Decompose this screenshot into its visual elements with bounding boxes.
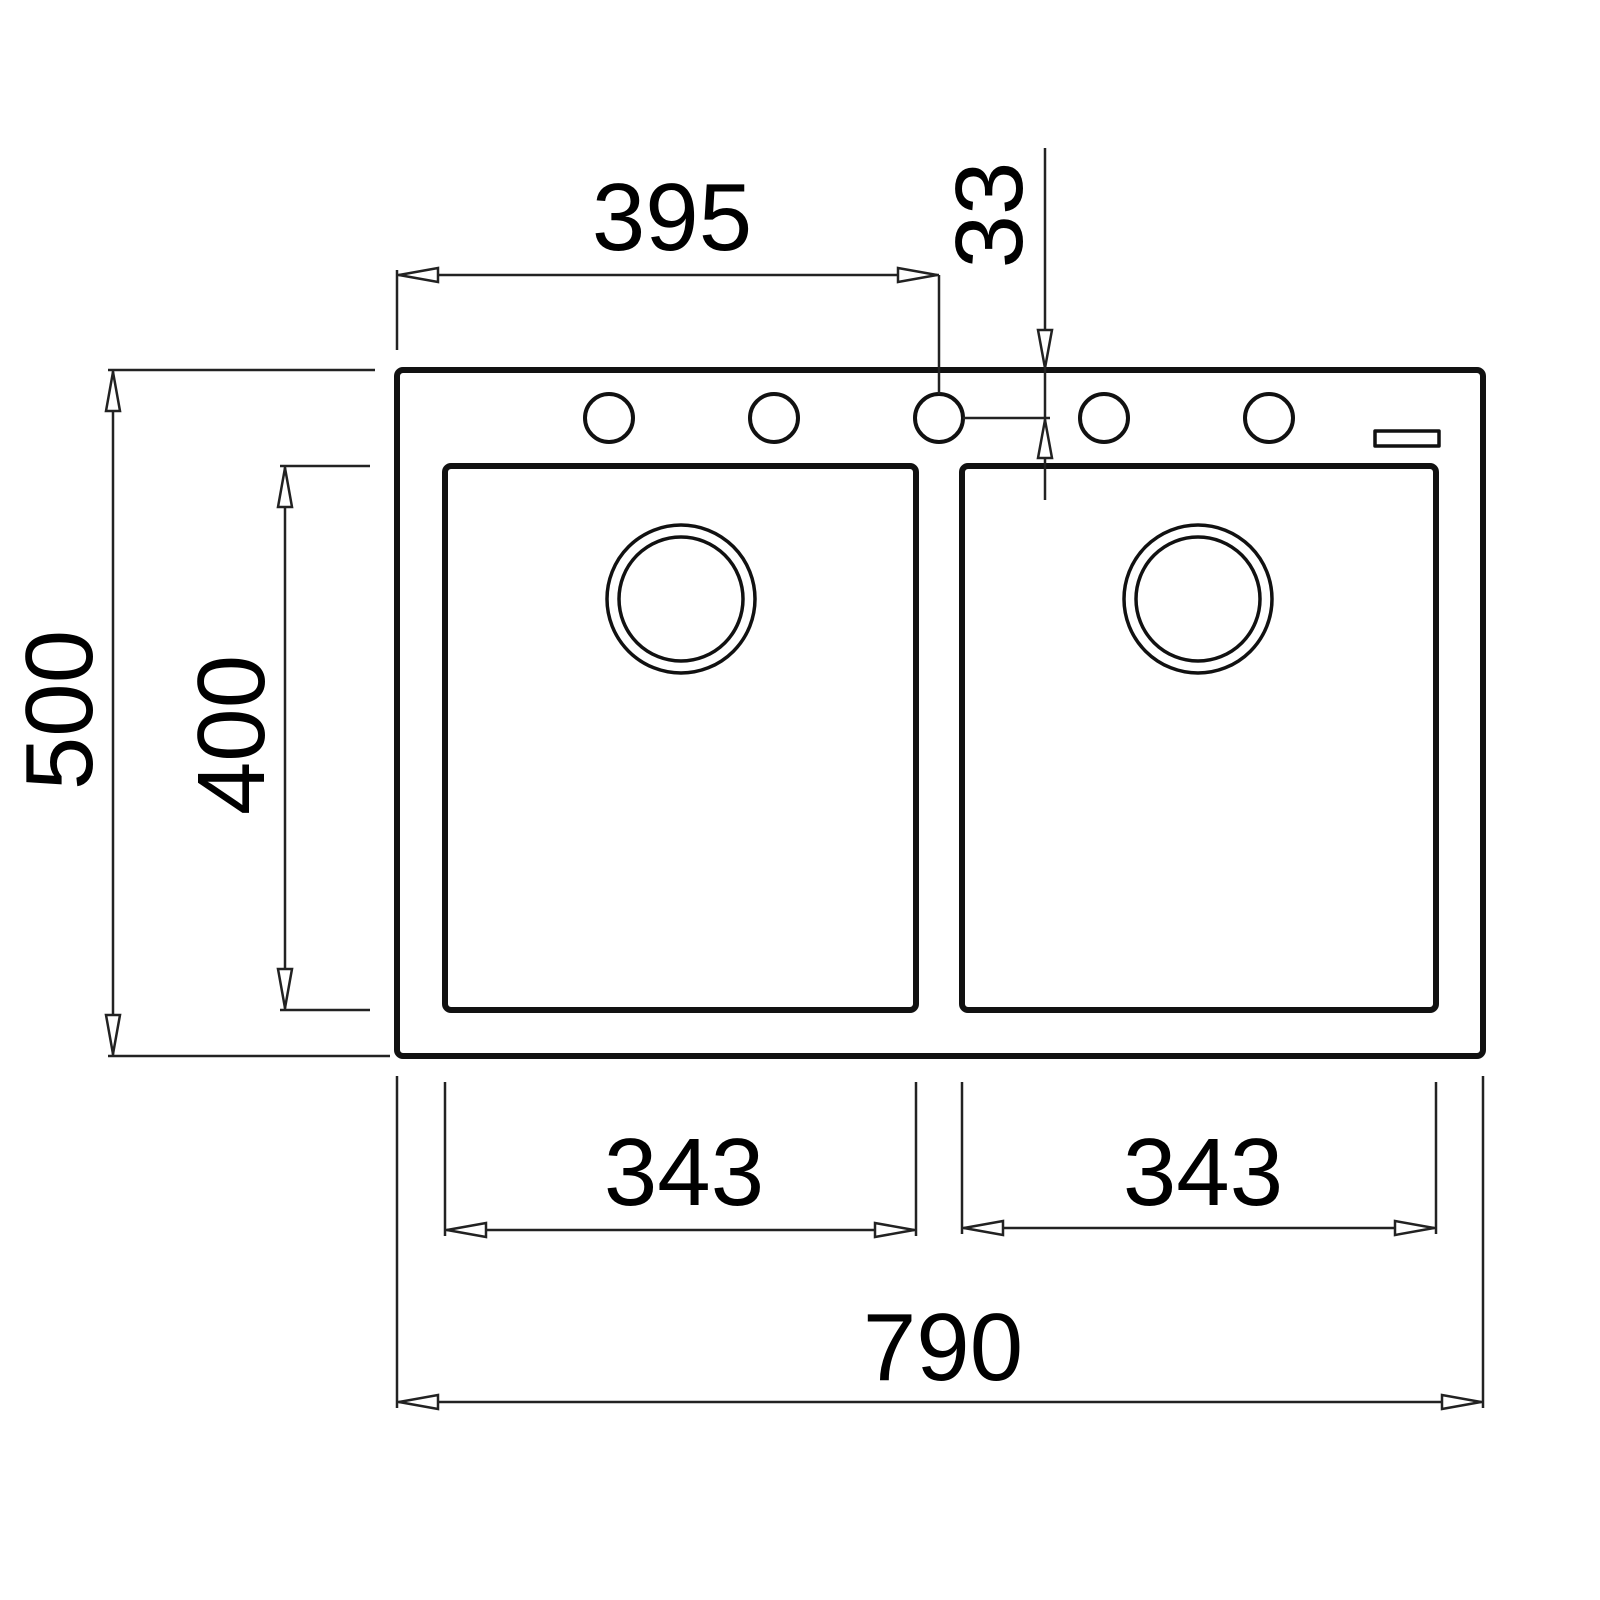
left-drain [605, 523, 757, 675]
right-drain [1122, 523, 1274, 675]
dimension-label: 790 [863, 1294, 1023, 1401]
tap-holes [583, 392, 1295, 444]
tap-hole [913, 392, 965, 444]
dimension-500: 500 [6, 368, 390, 1058]
dimension-343-right: 343 [960, 1082, 1438, 1237]
tap-hole [748, 392, 800, 444]
sink-outline [394, 367, 1486, 1059]
dimension-label: 500 [6, 630, 113, 790]
dimension-label: 395 [592, 164, 752, 271]
dimension-395: 395 [395, 164, 941, 394]
left-bowl [442, 463, 919, 1013]
dimension-label: 343 [1123, 1119, 1283, 1226]
dimension-label: 400 [178, 655, 285, 815]
tap-hole [583, 392, 635, 444]
right-bowl [959, 463, 1439, 1013]
dimension-790: 790 [395, 1076, 1485, 1411]
dimension-label: 33 [936, 162, 1043, 269]
dimension-label: 343 [604, 1119, 764, 1226]
dimension-33: 33 [936, 148, 1054, 500]
dimension-400: 400 [178, 464, 370, 1012]
dimension-343-left: 343 [443, 1082, 918, 1239]
tap-hole [1243, 392, 1295, 444]
tap-hole [1078, 392, 1130, 444]
overflow-slot [1373, 429, 1441, 448]
